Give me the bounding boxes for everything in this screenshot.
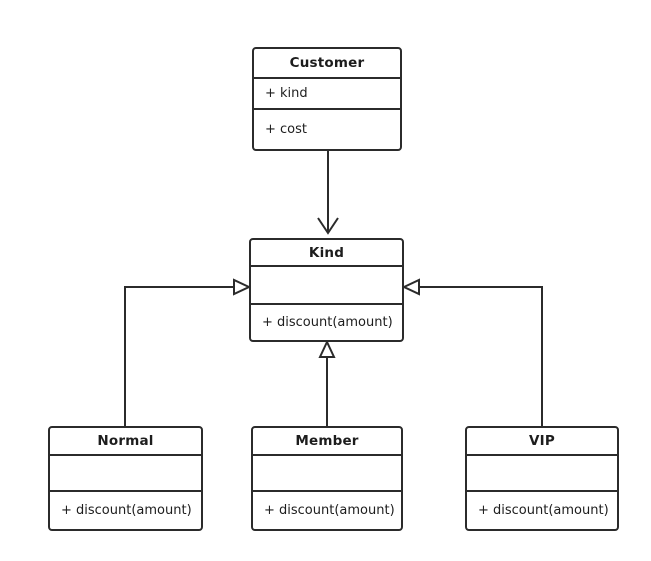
class-attribute-cost: + cost	[265, 122, 307, 137]
class-operation-kind-discount: + discount(amount)	[262, 314, 393, 330]
class-attributes-vip	[467, 456, 617, 492]
class-box-member[interactable]: Member + discount(amount)	[251, 426, 403, 531]
class-name-vip: VIP	[467, 428, 617, 457]
class-attributes-member	[253, 456, 401, 492]
class-name-normal: Normal	[50, 428, 201, 457]
class-attribute-kind: + kind	[254, 79, 400, 110]
class-operation-vip-discount: + discount(amount)	[478, 502, 609, 518]
connector-normal-to-kind[interactable]	[124, 278, 252, 426]
class-name-member: Member	[253, 428, 401, 457]
class-operation-member-discount: + discount(amount)	[264, 502, 395, 518]
class-attributes-kind	[251, 267, 402, 305]
connector-customer-to-kind[interactable]	[317, 151, 339, 235]
class-attributes-normal	[50, 456, 201, 492]
class-box-kind[interactable]: Kind + discount(amount)	[249, 238, 404, 342]
class-box-normal[interactable]: Normal + discount(amount)	[48, 426, 203, 531]
class-name-customer: Customer	[254, 49, 400, 79]
class-box-vip[interactable]: VIP + discount(amount)	[465, 426, 619, 531]
connector-member-to-kind[interactable]	[318, 339, 336, 426]
class-operation-normal-discount: + discount(amount)	[61, 502, 192, 518]
class-box-customer[interactable]: Customer + kind + cost	[252, 47, 402, 151]
class-name-kind: Kind	[251, 240, 402, 268]
connector-vip-to-kind[interactable]	[401, 278, 543, 426]
